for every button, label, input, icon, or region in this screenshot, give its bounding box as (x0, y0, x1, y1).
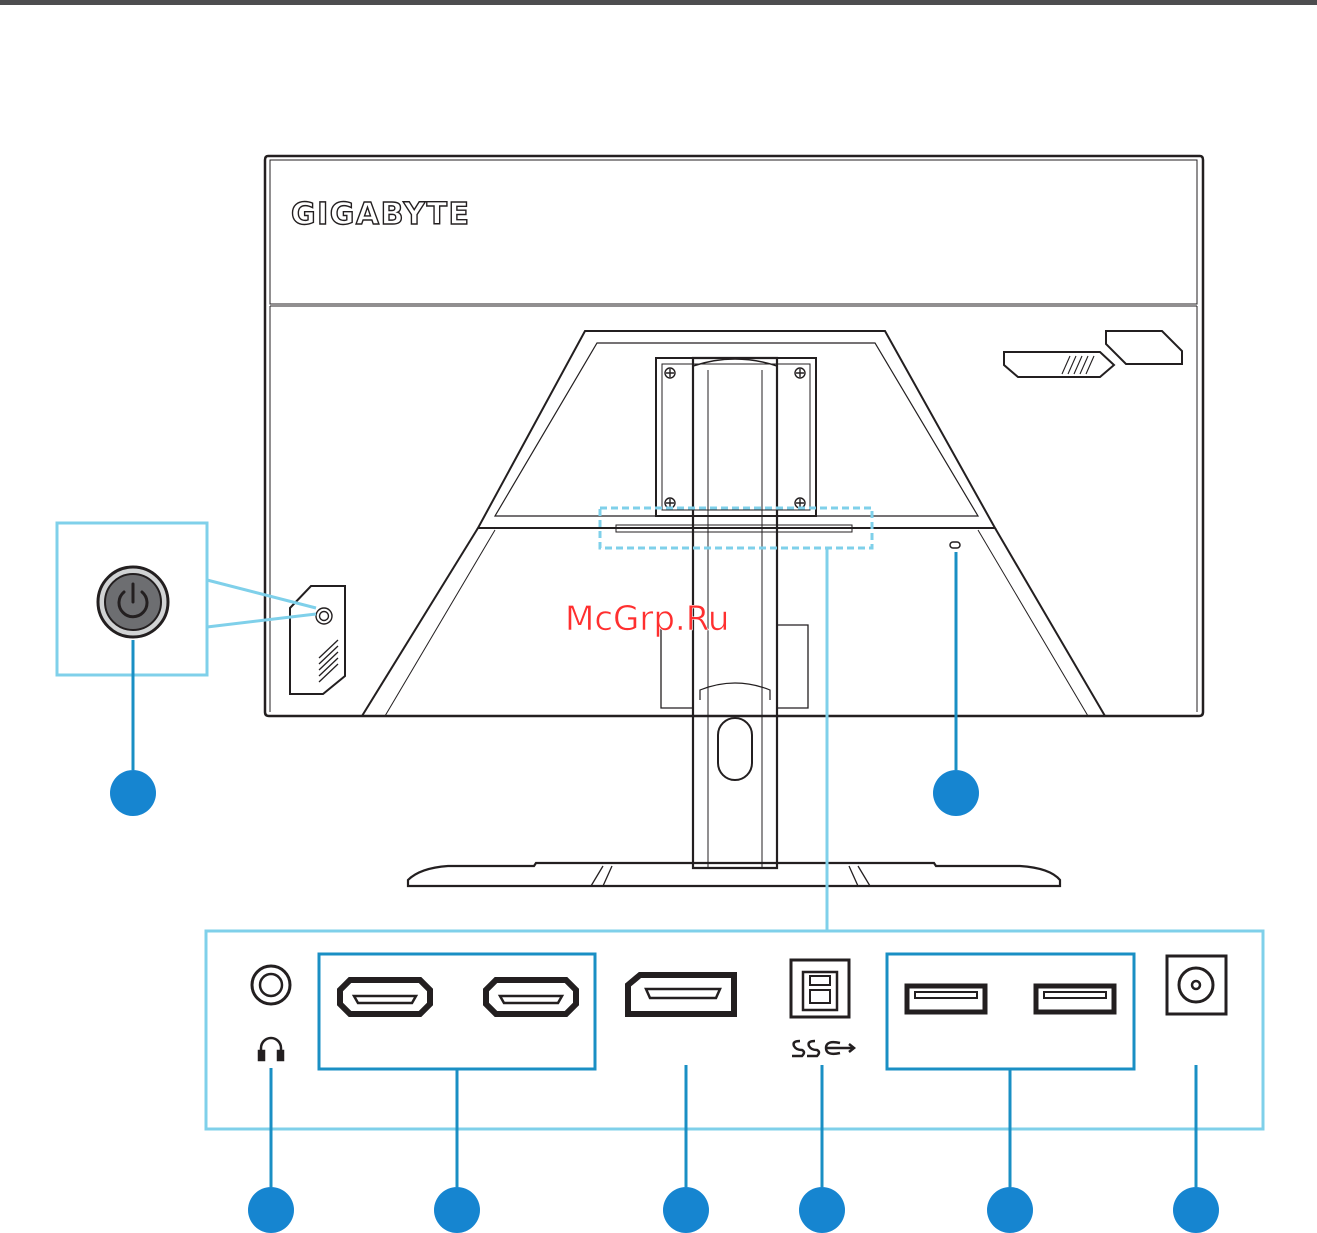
callout-marker-lock (933, 770, 979, 816)
displayport (628, 975, 734, 1187)
monitor-back (265, 156, 1203, 886)
callout-marker-usb-upstream (799, 1187, 845, 1233)
port-panel (206, 931, 1263, 1129)
watermark: McGrp.Ru (565, 599, 729, 639)
power-icon-small (316, 608, 332, 624)
usb-downstream (887, 954, 1134, 1187)
superspeed-usb-icon (792, 1041, 854, 1056)
header-bar (0, 0, 1317, 5)
hdmi-icon (340, 980, 576, 1014)
callout-marker-dc-in (1173, 1187, 1219, 1233)
vent-grille (319, 640, 338, 682)
callout-marker-hdmi (434, 1187, 480, 1233)
hdmi-ports (319, 954, 595, 1187)
vent-grille-badge (1062, 356, 1094, 374)
callout-marker-usb-downstream (987, 1187, 1033, 1233)
dc-in (1167, 956, 1226, 1187)
brand-logo: GIGABYTE (291, 197, 471, 232)
headphone-icon (259, 1038, 283, 1060)
usb-b-icon (791, 960, 849, 1017)
lock-slot-icon (950, 542, 960, 548)
headphone-jack (252, 966, 290, 1187)
callout-marker-power (110, 770, 156, 816)
power-button-zoom (57, 523, 316, 816)
usb-a-icon (907, 986, 1114, 1012)
dc-in-icon (1167, 956, 1226, 1014)
callout-marker-displayport (663, 1187, 709, 1233)
vesa-screw-icons (665, 368, 805, 508)
callout-marker-headphone (248, 1187, 294, 1233)
usb-upstream (791, 960, 854, 1187)
